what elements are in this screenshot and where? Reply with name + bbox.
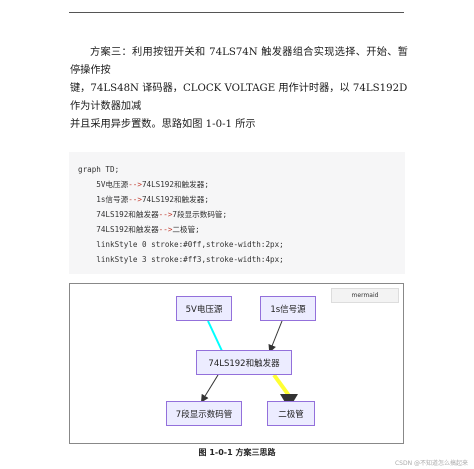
- code-line: 74LS192和触发器-->7段显示数码管;: [78, 210, 228, 219]
- code-text: graph TD; 5V电压源-->74LS192和触发器; 1s信号源-->7…: [69, 152, 405, 267]
- mermaid-diagram: mermaid 5V电压源 1s信号源 74LS192和触发器 7段显示数码管 …: [69, 283, 404, 444]
- edge-center-to-7seg: [200, 374, 219, 403]
- code-block: graph TD; 5V电压源-->74LS192和触发器; 1s信号源-->7…: [69, 152, 405, 274]
- code-line: graph TD;: [78, 165, 120, 174]
- code-line: linkStyle 3 stroke:#ff3,stroke-width:4px…: [78, 255, 284, 264]
- edge-center-to-diode: [272, 373, 292, 399]
- code-line: 74LS192和触发器-->二极管;: [78, 225, 200, 234]
- code-line: 5V电压源-->74LS192和触发器;: [78, 180, 209, 189]
- paragraph-line-2: 键，74LS48N 译码器，CLOCK VOLTAGE 用作计时器，以 74LS…: [70, 83, 408, 112]
- diagram-edges: [200, 320, 298, 409]
- node-74ls192: 74LS192和触发器: [196, 350, 292, 375]
- node-1s-signal: 1s信号源: [260, 296, 316, 321]
- node-7seg-display: 7段显示数码管: [166, 401, 242, 426]
- code-line: 1s信号源-->74LS192和触发器;: [78, 195, 209, 204]
- node-diode: 二极管: [267, 401, 315, 426]
- header-rule: [69, 12, 404, 13]
- edge-5v-to-center: [207, 320, 223, 352]
- figure-caption: 图 1-0-1 方案三思路: [198, 448, 276, 457]
- paragraph-line-1: 方案三：利用按钮开关和 74LS74N 触发器组合实现选择、开始、暂停操作按: [70, 47, 408, 76]
- watermark: CSDN @不知道怎么搞起来: [394, 460, 468, 467]
- paragraph-line-3: 并且采用异步置数。思路如图 1-0-1 所示: [70, 119, 256, 130]
- mermaid-label: mermaid: [331, 288, 399, 303]
- node-5v-source: 5V电压源: [176, 296, 232, 321]
- code-line: linkStyle 0 stroke:#0ff,stroke-width:2px…: [78, 240, 284, 249]
- edge-1s-to-center: [268, 320, 283, 353]
- body-paragraph: 方案三：利用按钮开关和 74LS74N 触发器组合实现选择、开始、暂停操作按 键…: [70, 44, 408, 134]
